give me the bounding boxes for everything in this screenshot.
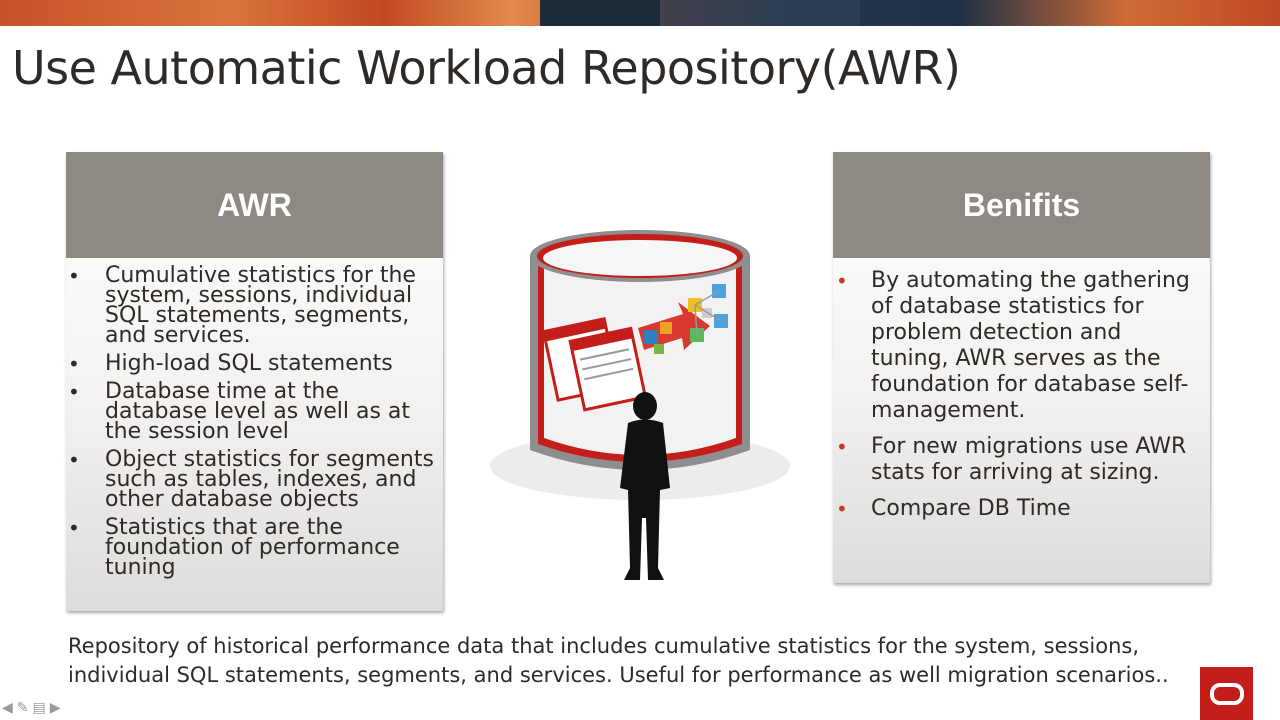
menu-icon[interactable]: ▤ xyxy=(32,700,46,716)
awr-panel-heading: AWR xyxy=(66,152,443,258)
list-item: •By automating the gathering of database… xyxy=(836,268,1190,423)
list-item: •Cumulative statistics for the system, s… xyxy=(68,263,416,348)
top-banner xyxy=(0,0,1280,26)
summary-text: Repository of historical performance dat… xyxy=(68,634,1169,687)
benefits-panel: Benifits •By automating the gathering of… xyxy=(833,152,1210,583)
list-item: •For new migrations use AWR stats for ar… xyxy=(836,434,1187,485)
slide-nav-controls: ◀ ✎ ▤ ▶ xyxy=(2,700,61,716)
slide-title: Use Automatic Workload Repository(AWR) xyxy=(12,41,961,95)
list-item: •Database time at the database level as … xyxy=(68,379,411,444)
database-person-icon xyxy=(488,218,798,592)
benefits-bullet-list: •By automating the gathering of database… xyxy=(833,268,1210,522)
list-item: •Statistics that are the foundation of p… xyxy=(68,515,400,580)
arrow-right-icon[interactable]: ▶ xyxy=(49,700,61,716)
list-item: •High-load SQL statements xyxy=(68,351,393,376)
oracle-logo-icon xyxy=(1200,667,1253,720)
list-item: •Compare DB Time xyxy=(836,496,1071,521)
pen-icon[interactable]: ✎ xyxy=(16,700,29,716)
benefits-panel-heading: Benifits xyxy=(833,152,1210,258)
arrow-left-icon[interactable]: ◀ xyxy=(2,700,13,716)
list-item: •Object statistics for segments such as … xyxy=(68,447,434,512)
awr-panel: AWR •Cumulative statistics for the syste… xyxy=(66,152,443,611)
awr-bullet-list: •Cumulative statistics for the system, s… xyxy=(66,263,443,580)
